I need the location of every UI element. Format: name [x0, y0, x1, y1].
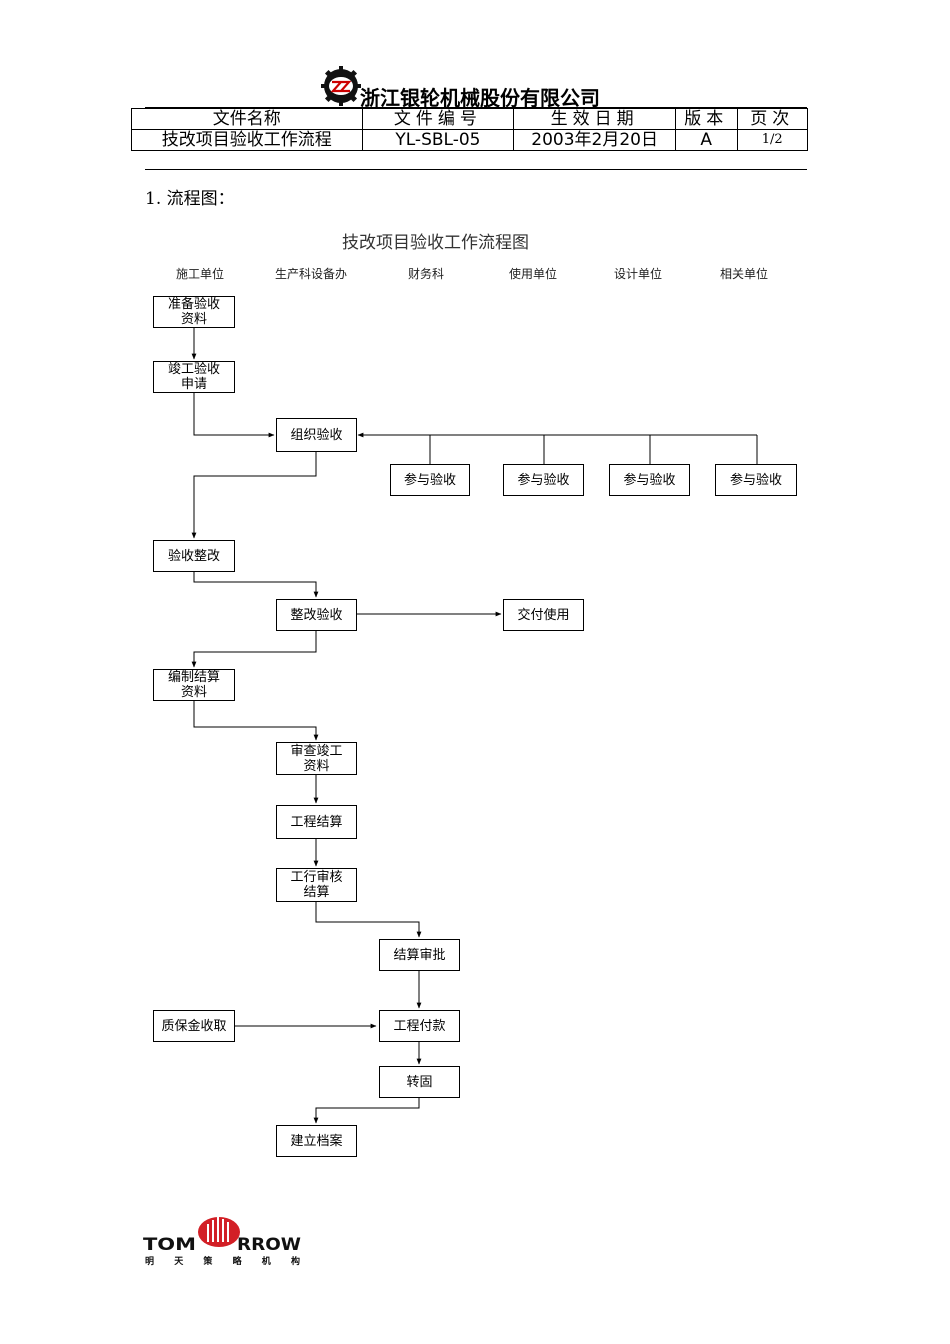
section-divider: [145, 169, 807, 170]
lane-label-finance: 财务科: [408, 267, 445, 281]
header-code: 文件编号: [361, 108, 515, 130]
node-project-payment: 工程付款: [379, 1010, 460, 1042]
value-name: 技改项目验收工作流程: [131, 129, 363, 151]
lane-label-equipment-office: 生产科设备办: [275, 267, 348, 281]
node-prepare-materials: 准备验收 资料: [153, 296, 235, 328]
flowchart-title: 技改项目验收工作流程图: [342, 233, 529, 253]
header-divider: [145, 107, 807, 108]
node-organize-acceptance: 组织验收: [276, 418, 357, 452]
lane-label-contractor: 施工单位: [176, 267, 225, 281]
node-create-archive: 建立档案: [276, 1125, 357, 1157]
connector-organize-rectify: [191, 452, 317, 539]
company-logo-icon: [321, 66, 361, 106]
node-settlement-approval: 结算审批: [379, 939, 460, 971]
node-asset-transfer: 转固: [379, 1066, 460, 1098]
connector-bank-approve: [315, 902, 422, 938]
node-project-settlement: 工程结算: [276, 805, 357, 839]
company-name: 浙江银轮机械股份有限公司: [360, 86, 600, 110]
svg-text:明 天 策 略 机 构: 明 天 策 略 机 构: [145, 1255, 300, 1267]
node-rectification-acceptance: 整改验收: [276, 599, 357, 631]
svg-text:RROW: RROW: [237, 1235, 301, 1255]
node-review-completion: 审查竣工 资料: [276, 742, 357, 775]
section-heading: 1. 流程图：: [145, 189, 235, 209]
value-date: 2003年2月20日: [513, 129, 676, 151]
node-completion-application: 竣工验收 申请: [153, 361, 235, 393]
node-participate-design: 参与验收: [609, 464, 690, 496]
node-participate-finance: 参与验收: [390, 464, 470, 496]
lane-label-user-unit: 使用单位: [509, 267, 558, 281]
header-page: 页次: [736, 108, 808, 130]
node-compile-settlement: 编制结算 资料: [153, 669, 235, 701]
header-version: 版本: [674, 108, 738, 130]
node-participate-user: 参与验收: [503, 464, 584, 496]
node-participate-related: 参与验收: [715, 464, 797, 496]
lane-label-design-unit: 设计单位: [614, 267, 663, 281]
connector-rectify-recheck: [193, 572, 319, 598]
connector-compile-review: [193, 701, 319, 741]
node-retention-collection: 质保金收取: [153, 1010, 235, 1042]
value-page: 1/2: [736, 129, 808, 151]
connector-transfer-archive: [313, 1098, 420, 1124]
document-info-table: 文件名称 文件编号 生效日期 版本 页次 技改项目验收工作流程 YL-SBL-0…: [131, 108, 808, 151]
connector-apply-organize: [193, 393, 275, 438]
svg-text:TOM: TOM: [143, 1235, 196, 1255]
lane-label-related-unit: 相关单位: [720, 267, 769, 281]
node-rectification: 验收整改: [153, 540, 235, 572]
connector-recheck-compile: [191, 631, 317, 668]
value-code: YL-SBL-05: [361, 129, 515, 151]
node-bank-audit: 工行审核 结算: [276, 868, 357, 902]
tomorrow-logo-icon: TOM RROW 明 天 策 略 机 构: [143, 1217, 301, 1267]
node-deliver-use: 交付使用: [503, 599, 584, 631]
